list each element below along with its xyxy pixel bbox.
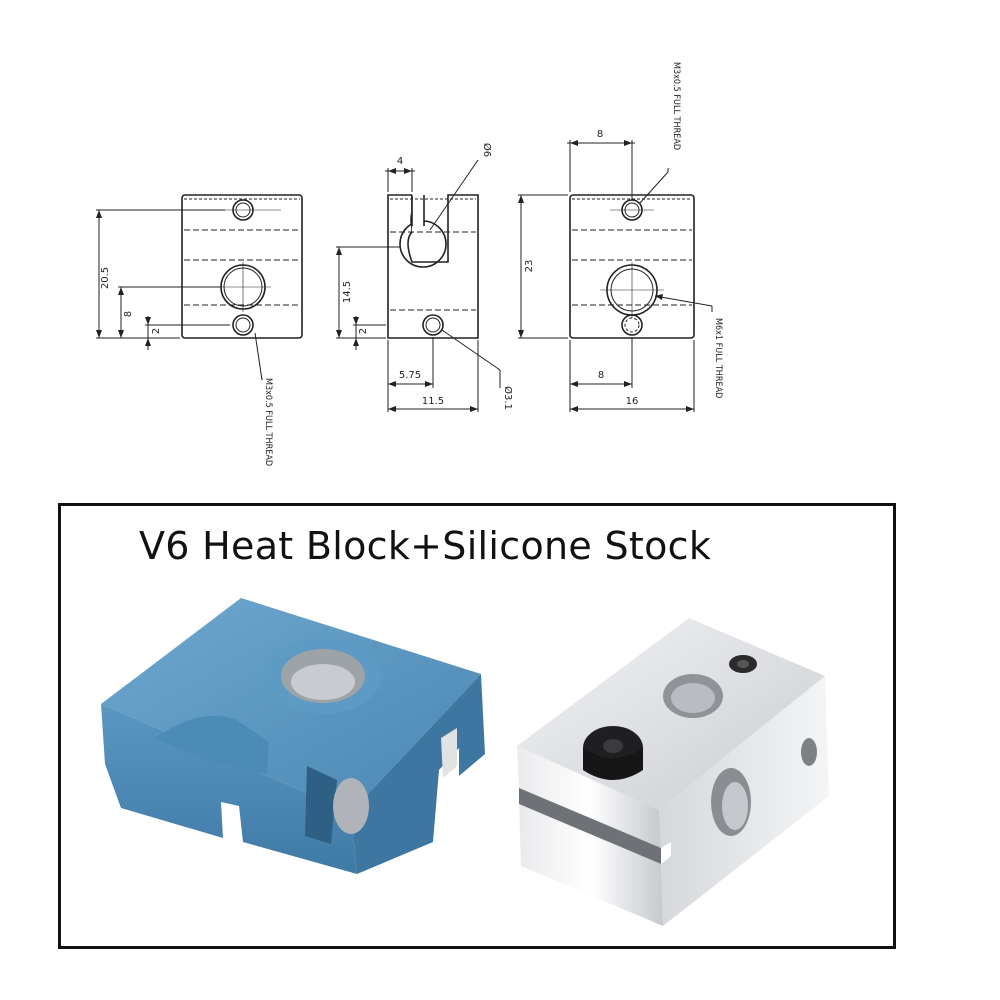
middle-dim-width: 11.5	[422, 396, 444, 407]
middle-dim-offset: 5.75	[399, 370, 421, 381]
photo-title: V6 Heat Block+Silicone Stock	[139, 524, 712, 568]
product-photo-frame: V6 Heat Block+Silicone Stock	[58, 503, 896, 949]
left-thread-note: M3x0.5 FULL THREAD	[263, 378, 273, 466]
middle-view	[336, 159, 501, 412]
right-thread-note-side: M6x1 FULL THREAD	[713, 318, 723, 398]
dimension-arrows	[96, 140, 694, 412]
aluminum-heat-block	[517, 618, 829, 926]
right-view	[518, 140, 713, 412]
right-thread-note-top: M3x0.5 FULL THREAD	[671, 62, 681, 150]
left-dim-height: 20.5	[100, 267, 111, 289]
right-dim-height: 23	[524, 260, 535, 273]
technical-drawing: 20.5 8 2 M3x0.5 FULL THREAD 4 Ø6 14.5 2 …	[0, 0, 1000, 490]
middle-dim-small: 2	[358, 328, 369, 334]
middle-dim-slot: Ø6	[481, 143, 493, 157]
silicone-sock	[101, 598, 485, 874]
middle-dim-hole: Ø3.1	[502, 386, 514, 410]
left-dim-center: 8	[123, 311, 134, 317]
middle-dim-height: 14.5	[342, 281, 353, 303]
technical-drawing-svg: 20.5 8 2 M3x0.5 FULL THREAD 4 Ø6 14.5 2 …	[96, 62, 723, 466]
left-view	[96, 194, 303, 381]
right-dim-top: 8	[597, 129, 603, 140]
right-dim-offset: 8	[598, 370, 604, 381]
product-photo	[101, 598, 829, 926]
left-dim-small: 2	[151, 328, 162, 334]
middle-dim-top: 4	[397, 156, 403, 167]
right-dim-width: 16	[626, 396, 639, 407]
